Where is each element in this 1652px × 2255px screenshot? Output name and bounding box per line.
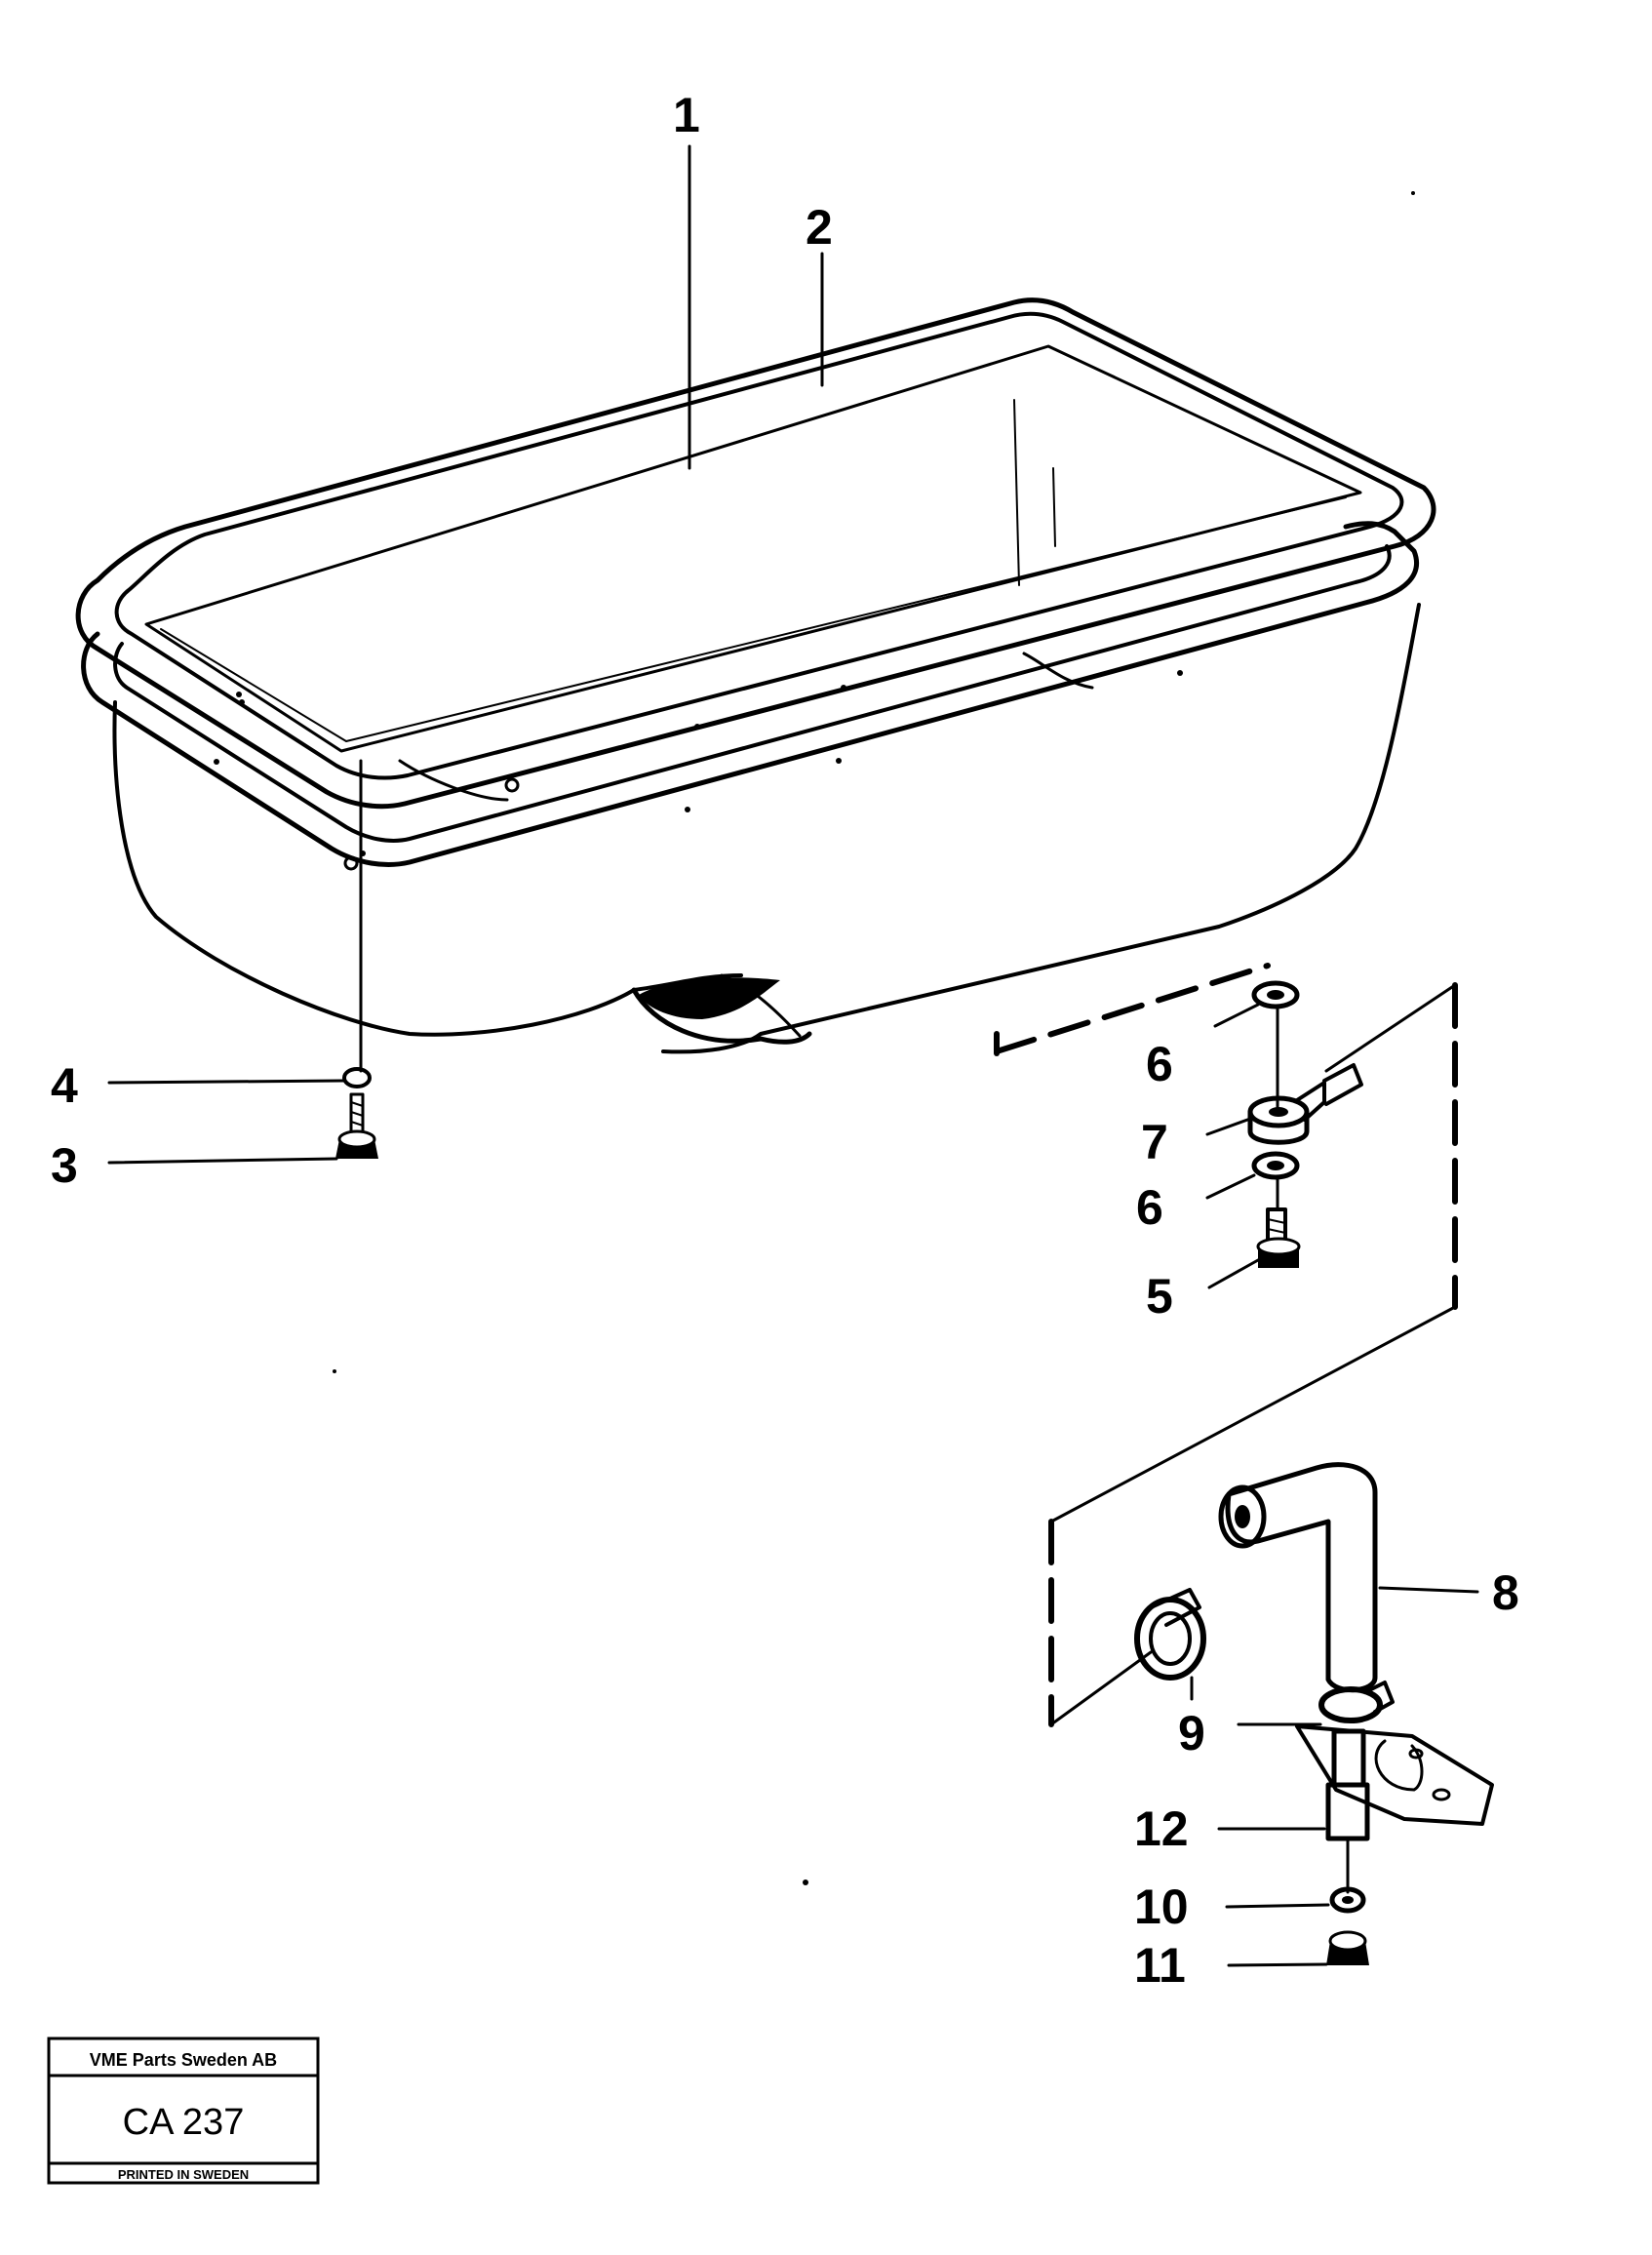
callout-6-lower: 6	[1136, 1180, 1163, 1235]
callout-4: 4	[51, 1058, 78, 1113]
print-specks	[333, 191, 1415, 1885]
stamp-code: CA 237	[123, 2102, 245, 2143]
stamp-printed: PRINTED IN SWEDEN	[118, 2167, 249, 2182]
drain-fitting-stack	[1247, 980, 1363, 1268]
callout-labels: 1 2 4 3 6 7 6 5 8 9 12 10 11	[51, 88, 1519, 1993]
dashed-connector	[994, 963, 1458, 1727]
callout-10: 10	[1134, 1879, 1189, 1934]
pan-flange	[81, 521, 1419, 871]
callout-12: 12	[1134, 1801, 1189, 1856]
oil-pan	[112, 399, 1421, 1054]
callout-1: 1	[673, 88, 700, 142]
callout-9: 9	[1178, 1706, 1205, 1760]
callout-3: 3	[51, 1138, 78, 1193]
callout-2: 2	[806, 200, 833, 255]
callout-8: 8	[1492, 1565, 1519, 1620]
gasket	[75, 297, 1436, 856]
leader-lines	[107, 144, 1479, 1967]
publisher-stamp: VME Parts Sweden AB CA 237 PRINTED IN SW…	[47, 2037, 320, 2185]
drain-hose-assembly	[1134, 1462, 1494, 1965]
callout-7: 7	[1141, 1115, 1168, 1169]
callout-5: 5	[1146, 1269, 1173, 1324]
pan-bolt-assembly	[335, 759, 378, 1159]
callout-11: 11	[1134, 1938, 1186, 1993]
pan-rim	[144, 344, 1362, 753]
stamp-company: VME Parts Sweden AB	[90, 2050, 277, 2070]
callout-6-upper: 6	[1146, 1037, 1173, 1091]
